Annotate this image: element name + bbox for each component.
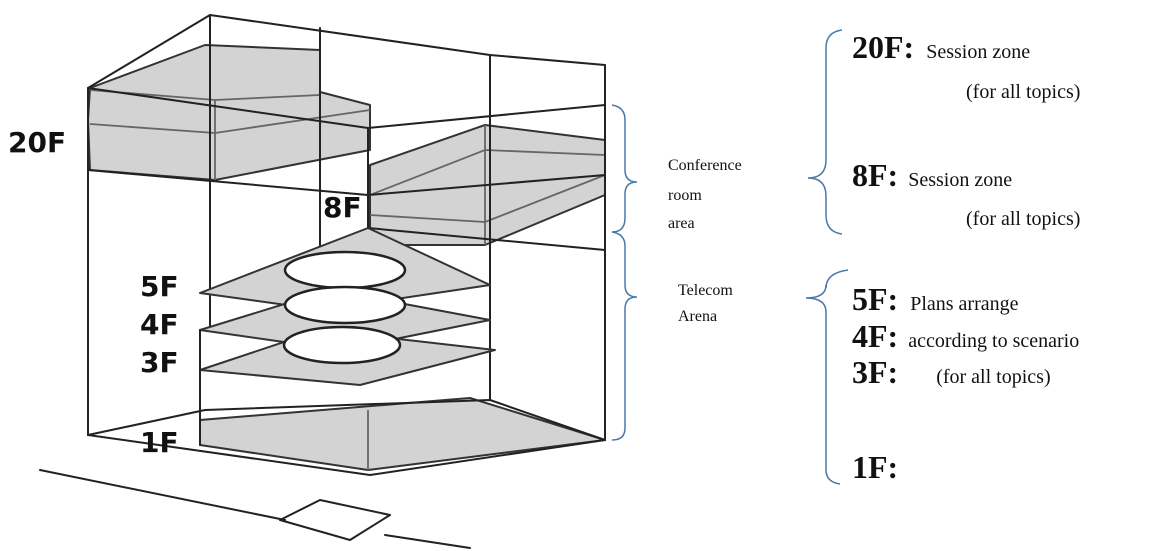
- atrium-hole-5f: [283, 250, 407, 290]
- floor-label-4f: 4F: [140, 308, 179, 341]
- legend-20f-sub: (for all topics): [966, 81, 1080, 103]
- legend-1f-floor: 1F:: [852, 449, 898, 485]
- legend-3f-floor: 3F:: [852, 354, 898, 390]
- brace-lower: [805, 269, 849, 485]
- floor-label-8f: 8F: [323, 191, 362, 224]
- slab-20f: [87, 44, 371, 181]
- legend-8f-floor: 8F:: [852, 157, 898, 193]
- floor-label-5f: 5F: [140, 270, 179, 303]
- legend-4f-floor: 4F:: [852, 318, 898, 354]
- legend-8f-text: Session zone: [908, 169, 1012, 191]
- legend-5f: 5F: Plans arrange: [852, 281, 1019, 317]
- brace-upper: [807, 29, 843, 235]
- legend-5f-text: Plans arrange: [910, 293, 1018, 315]
- atrium-hole-4f: [283, 285, 407, 325]
- area-label-conference-2: room: [668, 187, 702, 204]
- legend-20f-text: Session zone: [926, 41, 1030, 63]
- legend-8f-sub: (for all topics): [966, 208, 1080, 230]
- legend-8f: 8F: Session zone: [852, 157, 1012, 193]
- brace-telecom: [611, 231, 638, 441]
- floor-label-1f: 1F: [140, 426, 179, 459]
- area-label-conference-3: area: [668, 215, 695, 232]
- building-sketch: [39, 14, 606, 549]
- atrium-hole-3f: [282, 325, 402, 365]
- legend-4f-text: according to scenario: [908, 330, 1079, 352]
- area-label-telecom-2: Arena: [678, 308, 717, 325]
- legend-3f: 3F: (for all topics): [852, 354, 1051, 390]
- legend-3f-text: (for all topics): [936, 366, 1050, 388]
- legend-1f: 1F:: [852, 449, 898, 485]
- area-label-conference-1: Conference: [668, 157, 742, 174]
- brace-conference: [611, 104, 638, 233]
- area-label-telecom-1: Telecom: [678, 282, 733, 299]
- legend-5f-floor: 5F:: [852, 281, 898, 317]
- legend-20f: 20F: Session zone: [852, 29, 1030, 65]
- floor-label-20f: 20F: [8, 126, 66, 159]
- floor-label-3f: 3F: [140, 346, 179, 379]
- legend-4f: 4F: according to scenario: [852, 318, 1079, 354]
- legend-20f-floor: 20F:: [852, 29, 914, 65]
